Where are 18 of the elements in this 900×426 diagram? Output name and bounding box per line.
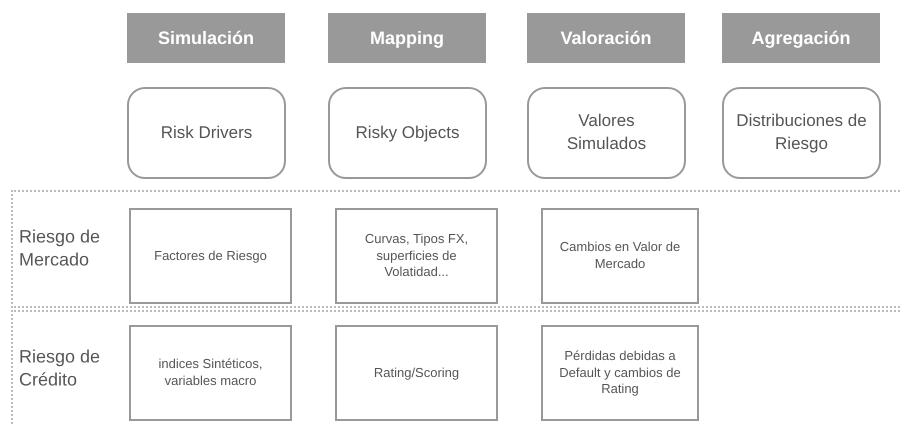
risk-band — [11, 190, 900, 308]
content-box: indices Sintéticos, variables macro — [129, 325, 292, 421]
column-header: Mapping — [328, 13, 486, 63]
risk-band — [11, 310, 900, 426]
stage-box: Valores Simulados — [527, 87, 686, 179]
row-label: Riesgo de Mercado — [19, 226, 102, 272]
stage-box: Risk Drivers — [127, 87, 286, 179]
content-box: Factores de Riesgo — [129, 208, 292, 304]
column-header: Agregación — [722, 13, 880, 63]
content-box: Cambios en Valor de Mercado — [541, 208, 699, 304]
column-header: Simulación — [127, 13, 285, 63]
content-box: Rating/Scoring — [335, 325, 498, 421]
content-box: Curvas, Tipos FX, superficies de Volatidad... — [335, 208, 498, 304]
row-label: Riesgo de Crédito — [19, 346, 102, 392]
content-box: Pérdidas debidas a Default y cambios de Rating — [541, 325, 699, 421]
stage-box: Distribuciones de Riesgo — [722, 87, 881, 179]
stage-box: Risky Objects — [328, 87, 487, 179]
column-header: Valoración — [527, 13, 685, 63]
